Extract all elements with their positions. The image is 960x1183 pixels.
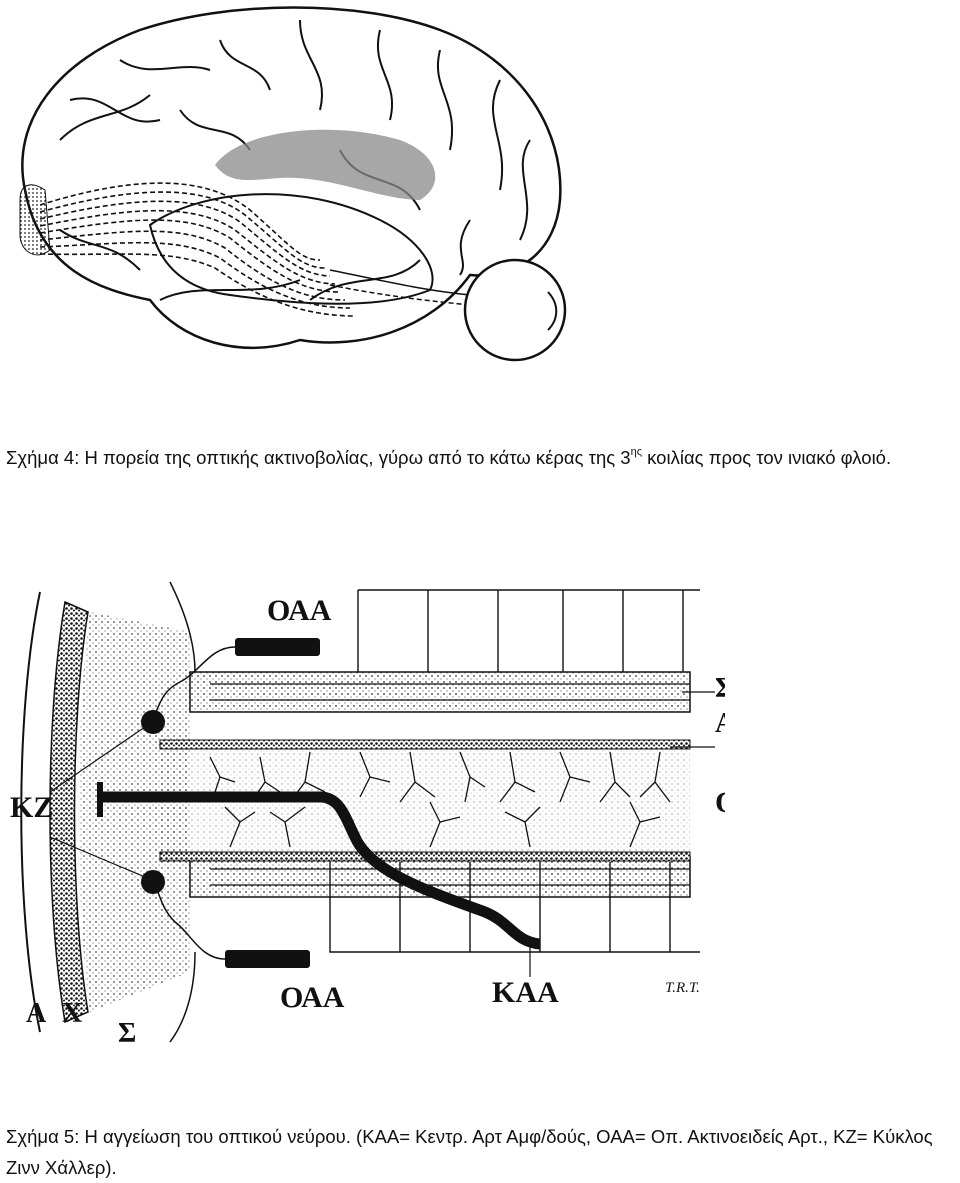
label-on: ON — [715, 786, 725, 819]
label-kz: ΚΖ — [10, 791, 53, 824]
optic-nerve-vasculature-diagram: ΟΑΑ Σ Α ON ΚΖ ΟΑΑ ΚΑΑ Α Χ Σ T.R.T. — [10, 572, 725, 1050]
occipital-cortex — [20, 185, 50, 255]
zinn-haller-node-bottom — [141, 870, 165, 894]
brain-optic-radiation-illustration — [0, 0, 580, 380]
upper-sheath — [190, 672, 690, 712]
ciliary-artery-bottom — [225, 950, 310, 968]
label-kaa: ΚΑΑ — [492, 976, 559, 1009]
figure-4-caption: Σχήμα 4: Η πορεία της οπτικής ακτινοβολί… — [6, 442, 956, 473]
figure-4-caption-text-end: κοιλίας προς τον ινιακό φλοιό. — [642, 447, 891, 468]
label-alpha-bottom: Α — [26, 998, 47, 1029]
figure-4-caption-superscript: ης — [631, 446, 642, 458]
eyeball — [465, 260, 565, 360]
label-sigma-right: Σ — [715, 673, 725, 704]
zinn-haller-node-top — [141, 710, 165, 734]
illustrator-signature: T.R.T. — [665, 980, 700, 996]
label-oaa-top: ΟΑΑ — [267, 594, 332, 627]
ciliary-artery-top — [235, 638, 320, 656]
label-alpha-right: Α — [715, 708, 725, 739]
label-sigma-bottom: Σ — [118, 1018, 136, 1049]
label-oaa-bottom: ΟΑΑ — [280, 981, 345, 1014]
figure-4-caption-text: Σχήμα 4: Η πορεία της οπτικής ακτινοβολί… — [6, 447, 631, 468]
label-chi-bottom: Χ — [62, 998, 82, 1029]
figure-5-caption: Σχήμα 5: Η αγγείωση του οπτικού νεύρου. … — [6, 1121, 956, 1183]
